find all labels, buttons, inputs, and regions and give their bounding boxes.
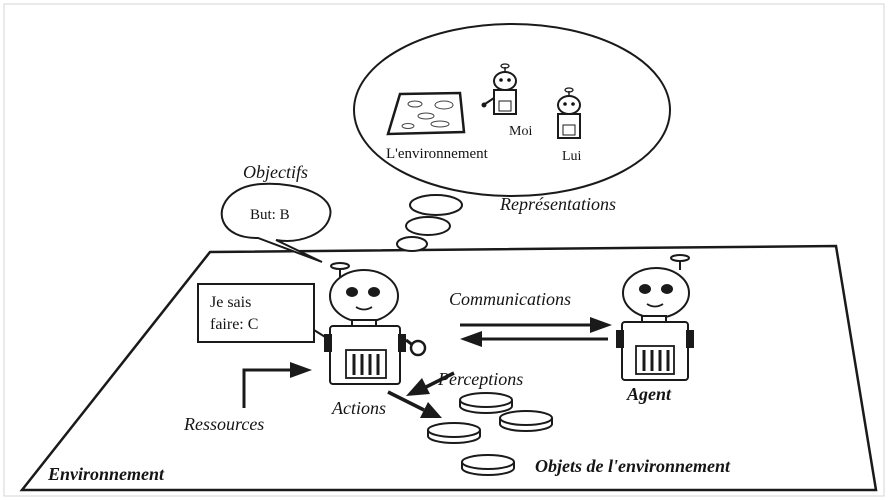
- object-disc: [499, 410, 553, 432]
- object-disc: [427, 422, 481, 444]
- representation-lui-label: Lui: [562, 149, 582, 164]
- small-robot-lui-icon: [557, 87, 581, 139]
- resources-arrow: [242, 368, 292, 408]
- object-disc: [459, 392, 513, 414]
- small-robot-moi-icon: [481, 63, 517, 115]
- environment-plane: [19, 244, 878, 492]
- representation-environment-label: L'environnement: [386, 146, 489, 162]
- image-frame: [3, 3, 885, 497]
- representations-label: Représentations: [499, 194, 616, 214]
- main-robot-icon: [324, 262, 427, 385]
- representation-moi-label: Moi: [509, 124, 532, 139]
- goal-text: But: B: [250, 207, 290, 223]
- skills-text-line2: faire: C: [210, 316, 258, 333]
- communication-arrows: [460, 317, 612, 347]
- environment-label: Environnement: [47, 464, 165, 484]
- ressources-label: Ressources: [183, 414, 264, 434]
- thought-puff-3: [396, 236, 428, 252]
- goal-speech-bubble: [220, 182, 332, 263]
- agent-robot-icon: [616, 254, 694, 381]
- resources-arrowhead: [290, 362, 312, 378]
- thought-puff-2: [405, 216, 451, 236]
- perceptions-label: Perceptions: [437, 369, 523, 389]
- object-disc: [461, 454, 515, 476]
- thought-puff-1: [409, 194, 463, 216]
- skills-connector: [313, 329, 331, 341]
- objects-label: Objets de l'environnement: [535, 456, 731, 476]
- agent-label: Agent: [626, 384, 672, 404]
- actions-arrow: [387, 390, 425, 412]
- environment-objects: [427, 392, 553, 476]
- skills-box: [197, 283, 315, 343]
- objectifs-label: Objectifs: [243, 162, 308, 182]
- actions-label: Actions: [331, 398, 386, 418]
- perceptions-arrowhead: [406, 378, 430, 396]
- perceptions-arrow: [423, 371, 455, 390]
- map-icon: [386, 91, 466, 136]
- actions-arrowhead: [420, 402, 442, 418]
- communications-label: Communications: [449, 289, 571, 309]
- skills-text-line1: Je sais: [210, 294, 251, 311]
